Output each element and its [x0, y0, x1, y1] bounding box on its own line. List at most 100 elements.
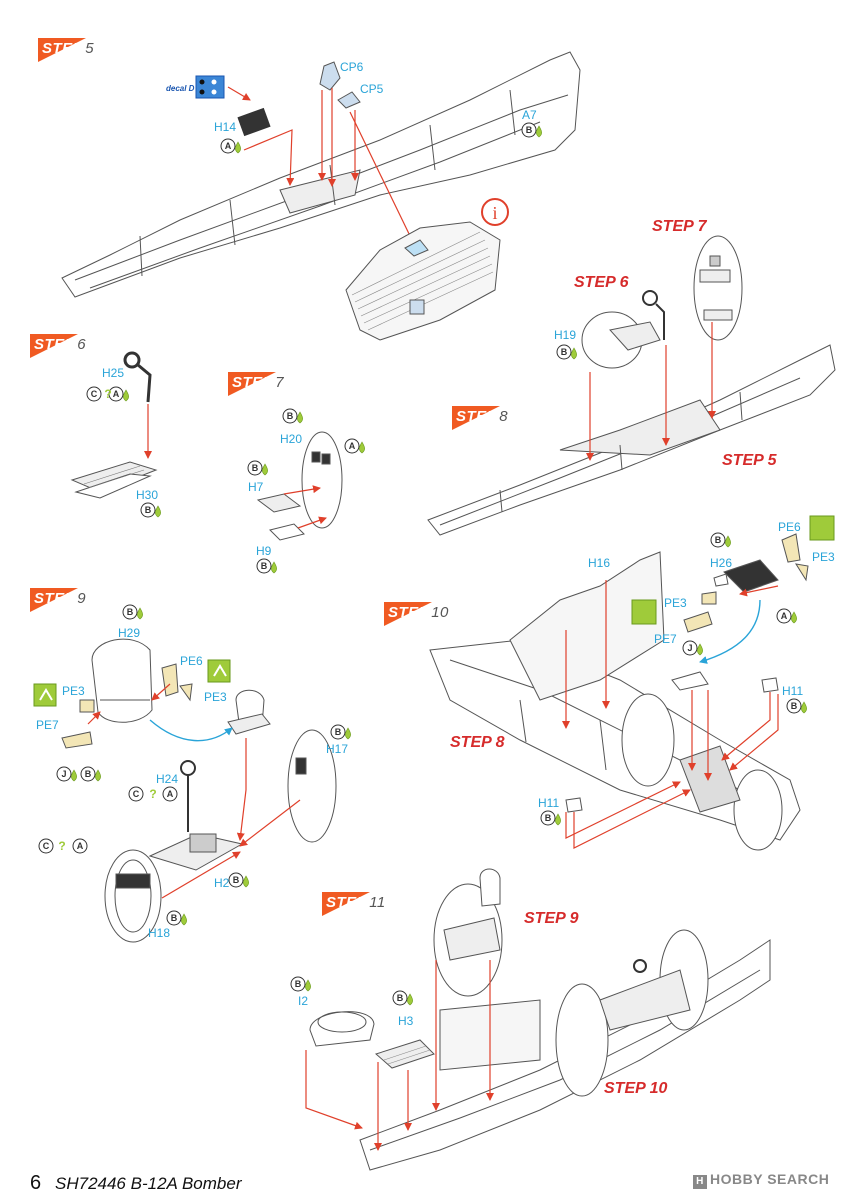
svg-text:B: B [85, 769, 92, 779]
svg-text:B: B [791, 701, 798, 711]
part-pe7-a: PE7 [36, 718, 59, 732]
part-h16: H16 [588, 556, 611, 570]
step10-num: 10 [431, 604, 449, 621]
part-h11-a: H11 [782, 684, 804, 698]
step5-label: STEP [42, 40, 84, 57]
part-h24: H24 [156, 772, 179, 786]
paint-callouts: A B C A B B A B B B B J B C A B B B C A … [38, 122, 807, 1006]
step7-num: 7 [275, 374, 285, 391]
step8-label: STEP [456, 408, 498, 425]
step7-bulkhead [256, 431, 343, 541]
decal-d-label: decal D [166, 84, 195, 93]
step5-num: 5 [85, 40, 95, 57]
svg-text:C: C [133, 789, 140, 799]
svg-text:?: ? [104, 387, 111, 401]
part-h14: H14 [214, 120, 237, 134]
info-circle [481, 198, 509, 226]
step10-label: STEP [388, 604, 430, 621]
svg-text:A: A [225, 141, 232, 151]
step8-fuselage [427, 344, 836, 536]
svg-text:A: A [349, 441, 356, 451]
svg-text:?: ? [58, 839, 65, 853]
svg-text:A: A [167, 789, 174, 799]
svg-text:C: C [43, 841, 50, 851]
h14-panel [237, 107, 271, 137]
part-cp5: CP5 [360, 82, 384, 96]
svg-text:B: B [252, 463, 259, 473]
ref-step10: STEP 10 [604, 1080, 668, 1097]
part-h11-b: H11 [538, 796, 560, 810]
ref-step6: STEP 6 [574, 274, 629, 291]
svg-text:i: i [492, 203, 497, 223]
ref-step5: STEP 5 [722, 452, 777, 469]
svg-text:B: B [715, 535, 722, 545]
svg-text:J: J [61, 769, 66, 779]
brand-text: HOBBY SEARCH [710, 1171, 830, 1187]
svg-text:B: B [295, 979, 302, 989]
step11-fuselage [309, 868, 771, 1171]
svg-text:B: B [335, 727, 342, 737]
product-title: SH72446 B-12A Bomber [55, 1174, 242, 1193]
step9-fold-icons [33, 659, 231, 707]
part-h29: H29 [118, 626, 141, 640]
part-pe3-b: PE3 [204, 690, 227, 704]
part-h2: H2 [214, 876, 230, 890]
part-h25: H25 [102, 366, 125, 380]
svg-text:B: B [545, 813, 552, 823]
part-h9: H9 [256, 544, 272, 558]
part-h7: H7 [248, 480, 264, 494]
part-h3: H3 [398, 1014, 414, 1028]
svg-text:B: B [145, 505, 152, 515]
part-h17: H17 [326, 742, 349, 756]
svg-text:?: ? [149, 787, 156, 801]
ref-step8: STEP 8 [450, 734, 505, 751]
part-pe6-b: PE6 [778, 520, 801, 534]
part-pe3-a: PE3 [62, 684, 85, 698]
part-pe3-d: PE3 [664, 596, 687, 610]
svg-text:A: A [77, 841, 84, 851]
svg-text:B: B [261, 561, 268, 571]
step7-label: STEP [232, 374, 274, 391]
step8-num: 8 [499, 408, 509, 425]
part-h19: H19 [554, 328, 577, 342]
svg-text:J: J [687, 643, 692, 653]
step6-seat-base [70, 351, 158, 499]
decal-d-swatch [195, 75, 225, 99]
step8-subparts [581, 235, 743, 369]
svg-text:B: B [233, 875, 240, 885]
ref-step9: STEP 9 [524, 910, 579, 927]
part-cp6: CP6 [340, 60, 364, 74]
step9-num: 9 [77, 590, 87, 607]
svg-text:A: A [781, 611, 788, 621]
svg-text:B: B [561, 347, 568, 357]
step6-num: 6 [77, 336, 87, 353]
svg-text:B: B [397, 993, 404, 1003]
part-h18: H18 [148, 926, 171, 940]
part-pe6-a: PE6 [180, 654, 203, 668]
step11-num: 11 [369, 894, 386, 911]
canopy-detail [345, 221, 501, 341]
part-h30: H30 [136, 488, 159, 502]
step5-fuselage [61, 51, 581, 298]
part-h20: H20 [280, 432, 303, 446]
ref-step7: STEP 7 [652, 218, 707, 235]
svg-text:B: B [526, 125, 533, 135]
step10-fuselage [429, 551, 801, 851]
brand-mark-icon: H [693, 1175, 707, 1189]
svg-text:A: A [113, 389, 120, 399]
part-pe7-b: PE7 [654, 632, 677, 646]
svg-text:B: B [127, 607, 134, 617]
step10-parts [565, 515, 835, 813]
part-a7: A7 [522, 108, 537, 122]
page-number: 6 [30, 1172, 42, 1194]
svg-text:C: C [91, 389, 98, 399]
